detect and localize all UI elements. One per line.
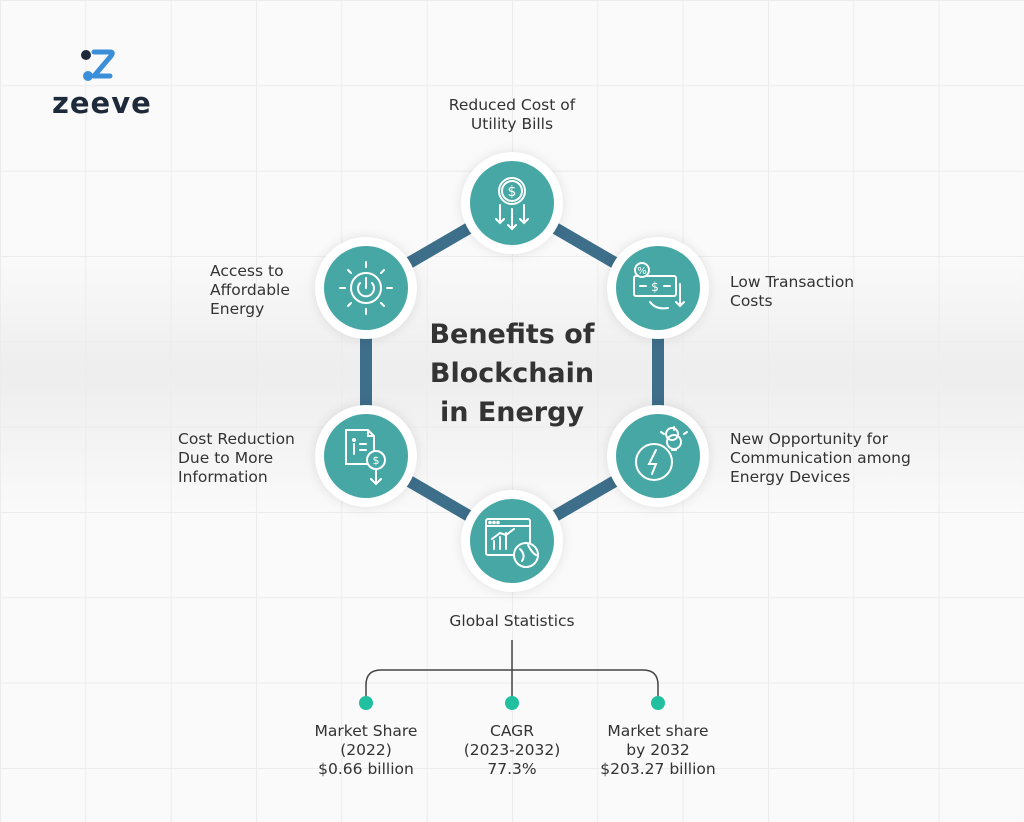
stat-cagr: CAGR (2023-2032) 77.3%	[463, 722, 561, 778]
stat-dot	[505, 696, 519, 710]
stat-market-share-2032: Market share by 2032 $203.27 billion	[600, 722, 716, 778]
power-sun-icon	[324, 246, 408, 330]
stat-dot	[651, 696, 665, 710]
label-global-statistics: Global Statistics	[449, 612, 575, 630]
svg-text:$: $	[508, 184, 517, 200]
stat-market-share-2022: Market Share (2022) $0.66 billion	[314, 722, 418, 778]
svg-text:$: $	[373, 454, 380, 467]
label-new-opportunity: New Opportunity for Communication among …	[730, 430, 911, 486]
label-access-affordable: Access to Affordable Energy	[210, 262, 290, 318]
document-dollar-icon: $	[324, 414, 408, 498]
background-band	[0, 255, 1024, 515]
center-title: Benefits of Blockchain in Energy	[429, 319, 595, 428]
chart-globe-icon	[470, 499, 554, 583]
label-reduced-cost: Reduced Cost of Utility Bills	[448, 96, 576, 133]
svg-text:%: %	[637, 266, 647, 277]
label-cost-reduction: Cost Reduction Due to More Information	[178, 430, 295, 486]
dollar-down-arrows-icon: $	[470, 161, 554, 245]
svg-text:$: $	[651, 280, 659, 294]
zeeve-logo-icon	[50, 46, 120, 90]
label-low-transaction: Low Transaction Costs	[730, 273, 855, 310]
brand-name: zeeve	[52, 86, 152, 120]
percent-cash-icon: $ %	[616, 246, 700, 330]
stat-dot	[359, 696, 373, 710]
lightning-bulb-icon	[616, 414, 700, 498]
